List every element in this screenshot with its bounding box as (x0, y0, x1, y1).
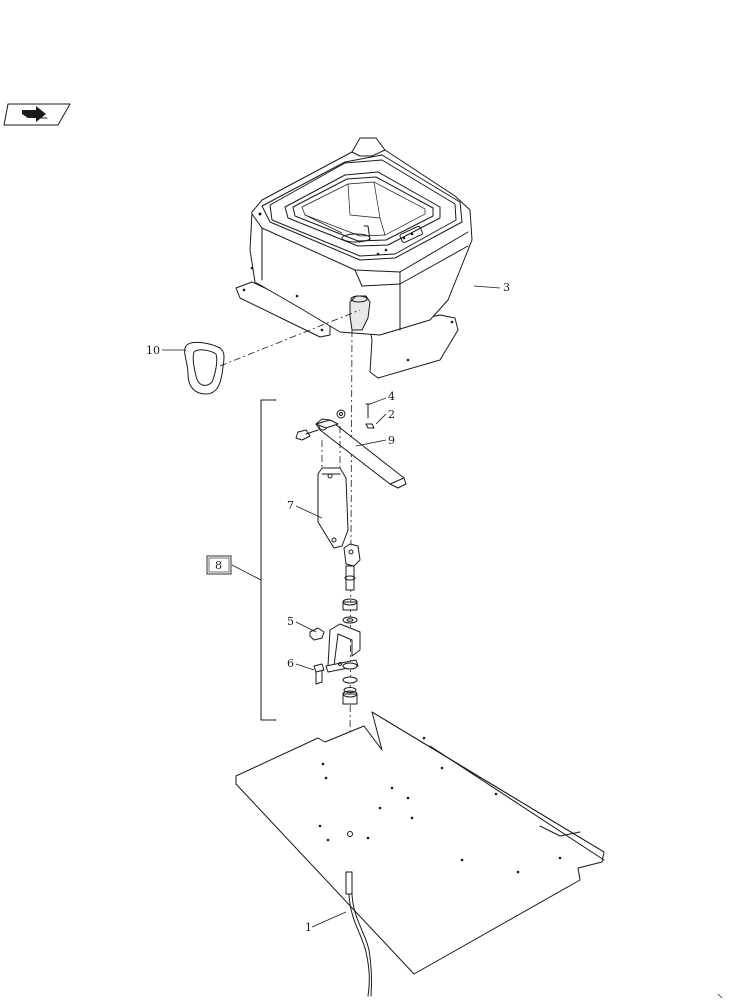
callout-8-box: 8 (206, 555, 232, 575)
cable-part-1 (345, 871, 373, 997)
callout-4: 4 (388, 390, 395, 403)
callout-6: 6 (287, 657, 294, 670)
callout-2: 2 (388, 408, 395, 421)
clevis (343, 543, 361, 567)
callout-8: 8 (215, 559, 222, 572)
mount-bracket (325, 623, 361, 673)
next-page-arrow-icon[interactable] (3, 103, 71, 126)
bolt (295, 429, 319, 441)
bolt-part-6 (313, 663, 325, 685)
callout-10: 10 (146, 344, 160, 357)
lever-arm-part-9 (315, 418, 407, 489)
mounting-holes (318, 736, 562, 874)
callout-9: 9 (388, 434, 395, 447)
grommet-part-10 (184, 341, 225, 395)
callout-3: 3 (503, 281, 510, 294)
console-housing (235, 137, 473, 379)
callout-5: 5 (287, 615, 294, 628)
floor-plate (235, 711, 605, 975)
plate-part-7 (317, 467, 349, 549)
callout-7: 7 (287, 499, 294, 512)
callout-1: 1 (305, 921, 312, 934)
